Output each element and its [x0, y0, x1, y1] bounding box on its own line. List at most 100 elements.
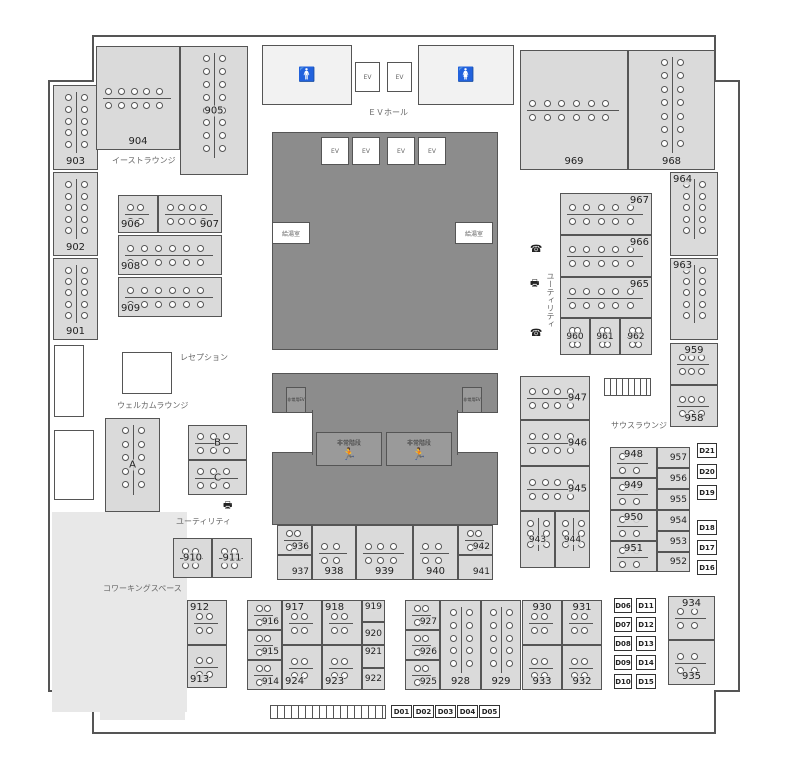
chair-icon	[203, 93, 210, 101]
booth-d02[interactable]: D02	[413, 705, 434, 718]
meeting-room-958[interactable]: 958	[670, 385, 718, 427]
meeting-room-969[interactable]: 969	[520, 50, 628, 170]
booth-d07[interactable]: D07	[614, 617, 632, 632]
chair-icon	[331, 626, 338, 634]
meeting-room-911[interactable]: 911	[212, 538, 252, 578]
meeting-room-965[interactable]: 965	[560, 277, 652, 318]
booth-d12[interactable]: D12	[636, 617, 656, 632]
meeting-room-946[interactable]: 946	[520, 420, 590, 466]
meeting-room-922[interactable]: 922	[362, 668, 385, 690]
meeting-room-967[interactable]: 967	[560, 193, 652, 235]
booth-d03[interactable]: D03	[435, 705, 456, 718]
meeting-room-a[interactable]: A	[105, 418, 160, 512]
meeting-room-905[interactable]: 905	[180, 46, 248, 175]
meeting-room-955[interactable]: 955	[657, 489, 690, 510]
chair-icon	[554, 433, 561, 440]
meeting-room-941[interactable]: 941	[458, 555, 493, 580]
booth-d21[interactable]: D21	[697, 443, 717, 458]
meeting-room-953[interactable]: 953	[657, 531, 690, 552]
meeting-room-936[interactable]: 936	[277, 525, 312, 555]
booth-d04[interactable]: D04	[457, 705, 478, 718]
meeting-room-c[interactable]: C	[188, 460, 247, 495]
booth-d05[interactable]: D05	[479, 705, 500, 718]
room-number-label: 902	[65, 242, 86, 253]
meeting-room-952[interactable]: 952	[657, 552, 690, 572]
meeting-room-966[interactable]: 966	[560, 235, 652, 277]
chair-icon	[64, 204, 72, 212]
meeting-room-937[interactable]: 937	[277, 555, 312, 580]
meeting-room-929[interactable]: 929	[481, 600, 521, 690]
chair-icon	[541, 626, 548, 634]
meeting-room-934[interactable]: 934	[668, 596, 715, 640]
booth-d10[interactable]: D10	[614, 674, 632, 689]
meeting-room-902[interactable]: 902	[53, 172, 98, 256]
meeting-room-944[interactable]: 944	[555, 511, 590, 568]
meeting-room-943[interactable]: 943	[520, 511, 555, 568]
meeting-room-964[interactable]: 964	[670, 172, 718, 256]
meeting-room-930[interactable]: 930	[522, 600, 562, 645]
meeting-room-910[interactable]: 910	[173, 538, 212, 578]
meeting-room-904[interactable]: 904	[96, 46, 180, 150]
meeting-room-935[interactable]: 935	[668, 640, 715, 685]
meeting-room-968[interactable]: 968	[628, 50, 715, 170]
meeting-room-963[interactable]: 963	[670, 258, 718, 340]
meeting-room-954[interactable]: 954	[657, 510, 690, 531]
meeting-room-927[interactable]: 927	[405, 600, 440, 630]
meeting-room-916[interactable]: 916	[247, 600, 282, 630]
booth-d20[interactable]: D20	[697, 464, 717, 479]
meeting-room-962[interactable]: 962	[620, 318, 652, 355]
chair-icon	[543, 100, 551, 107]
meeting-room-951[interactable]: 951	[610, 541, 657, 572]
meeting-room-928[interactable]: 928	[440, 600, 481, 690]
meeting-room-913[interactable]: 913	[187, 645, 227, 688]
meeting-room-912[interactable]: 912	[187, 600, 227, 645]
booth-d06[interactable]: D06	[614, 598, 632, 613]
meeting-room-940[interactable]: 940	[413, 525, 458, 580]
meeting-room-924[interactable]: 924	[282, 645, 322, 690]
meeting-room-901[interactable]: 901	[53, 258, 98, 340]
meeting-room-960[interactable]: 960	[560, 318, 590, 355]
booth-d15[interactable]: D15	[636, 674, 656, 689]
meeting-room-b[interactable]: B	[188, 425, 247, 460]
meeting-room-957[interactable]: 957	[657, 447, 690, 468]
booth-d14[interactable]: D14	[636, 655, 656, 670]
meeting-room-945[interactable]: 945	[520, 466, 590, 511]
meeting-room-907[interactable]: 907	[158, 195, 222, 233]
meeting-room-942[interactable]: 942	[458, 525, 493, 555]
meeting-room-919[interactable]: 919	[362, 600, 385, 622]
meeting-room-909[interactable]: 909	[118, 277, 222, 317]
meeting-room-948[interactable]: 948	[610, 447, 657, 478]
booth-d19[interactable]: D19	[697, 485, 717, 500]
meeting-room-903[interactable]: 903	[53, 85, 98, 170]
meeting-room-914[interactable]: 914	[247, 660, 282, 690]
booth-d17[interactable]: D17	[697, 540, 717, 555]
booth-d16[interactable]: D16	[697, 560, 717, 575]
meeting-room-961[interactable]: 961	[590, 318, 620, 355]
meeting-room-923[interactable]: 923	[322, 645, 362, 690]
meeting-room-933[interactable]: 933	[522, 645, 562, 690]
meeting-room-925[interactable]: 925	[405, 660, 440, 690]
meeting-room-931[interactable]: 931	[562, 600, 602, 645]
meeting-room-947[interactable]: 947	[520, 376, 590, 420]
booth-d18[interactable]: D18	[697, 520, 717, 535]
booth-d01[interactable]: D01	[391, 705, 412, 718]
meeting-room-921[interactable]: 921	[362, 645, 385, 668]
booth-d09[interactable]: D09	[614, 655, 632, 670]
booth-d11[interactable]: D11	[636, 598, 656, 613]
booth-d08[interactable]: D08	[614, 636, 632, 651]
meeting-room-950[interactable]: 950	[610, 510, 657, 541]
meeting-room-908[interactable]: 908	[118, 235, 222, 275]
meeting-room-939[interactable]: 939	[356, 525, 413, 580]
booth-d13[interactable]: D13	[636, 636, 656, 651]
meeting-room-917[interactable]: 917	[282, 600, 322, 645]
meeting-room-926[interactable]: 926	[405, 630, 440, 660]
meeting-room-949[interactable]: 949	[610, 478, 657, 510]
meeting-room-918[interactable]: 918	[322, 600, 362, 645]
meeting-room-959[interactable]: 959	[670, 343, 718, 385]
meeting-room-915[interactable]: 915	[247, 630, 282, 660]
meeting-room-932[interactable]: 932	[562, 645, 602, 690]
meeting-room-920[interactable]: 920	[362, 622, 385, 645]
meeting-room-956[interactable]: 956	[657, 468, 690, 489]
meeting-room-938[interactable]: 938	[312, 525, 356, 580]
meeting-room-906[interactable]: 906	[118, 195, 158, 233]
